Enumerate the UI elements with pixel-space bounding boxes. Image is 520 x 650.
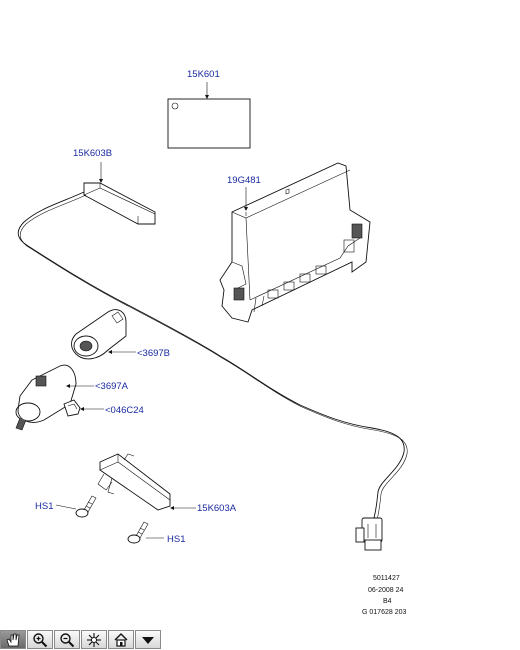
antenna-15k603a: [97, 453, 196, 511]
switch-3697b: [71, 309, 136, 360]
label-046c24: <046C24: [105, 405, 144, 416]
ref-line-2: 06-2008 24: [368, 587, 404, 594]
bolt-left: [55, 495, 97, 518]
zoom-in-icon[interactable]: [27, 630, 53, 649]
label-3697a: <3697A: [95, 381, 129, 392]
label-15k603b: 15K603B: [73, 148, 112, 159]
antenna-15k603b: [83, 162, 156, 225]
zoom-out-icon[interactable]: [54, 630, 80, 649]
control-module-19g481: [219, 162, 371, 323]
hand-icon[interactable]: [0, 630, 26, 649]
viewer-toolbar: [0, 630, 165, 650]
cable-connector: [355, 517, 383, 551]
module-15k601: [167, 82, 251, 149]
fit-icon[interactable]: [81, 630, 107, 649]
ref-line-3: B4: [383, 598, 392, 605]
bolt-right: [127, 521, 164, 544]
antenna-cable: [17, 191, 405, 519]
dropdown-icon[interactable]: [135, 630, 161, 649]
switch-3697a: [15, 364, 94, 431]
label-hs1-right: HS1: [167, 534, 185, 545]
ref-line-4: G 017628 203: [362, 609, 406, 616]
label-19g481: 19G481: [227, 175, 261, 186]
clip-046c24: [63, 399, 104, 417]
label-3697b: <3697B: [137, 348, 170, 359]
parts-diagram: 15K601 15K603B: [15, 69, 408, 616]
label-15k601: 15K601: [187, 69, 220, 80]
ref-line-1: 5011427: [373, 575, 400, 582]
label-15k603a: 15K603A: [197, 503, 237, 514]
label-hs1-left: HS1: [35, 501, 53, 512]
home-icon[interactable]: [108, 630, 134, 649]
